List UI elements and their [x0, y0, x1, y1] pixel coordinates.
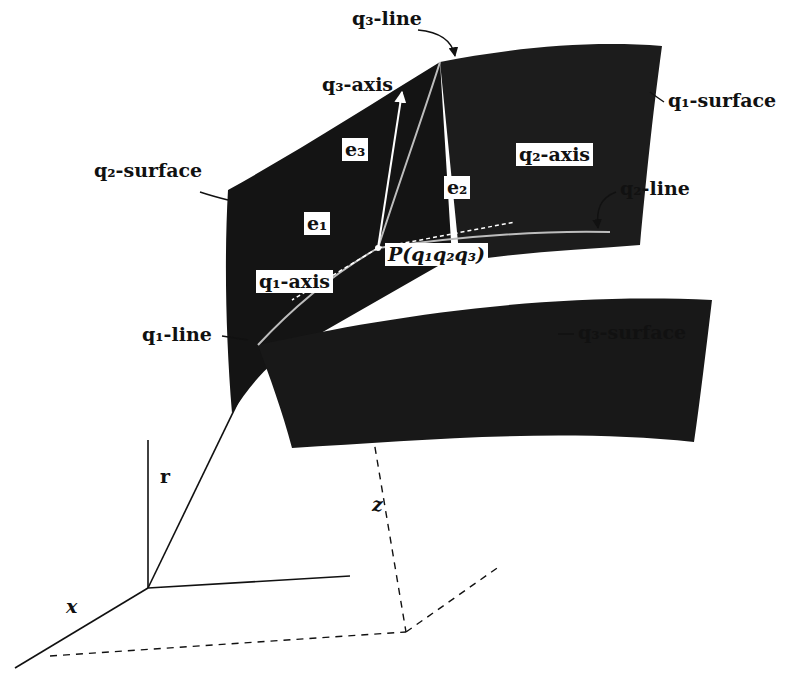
axis-label: x [66, 596, 77, 617]
axis-label: z [372, 494, 383, 515]
axis-label: q₃-axis [322, 74, 393, 95]
unit-vector: e₂ [444, 176, 470, 199]
leader-lines [200, 30, 664, 340]
line-label: q₁-line [142, 324, 212, 345]
vector-label: r [160, 466, 170, 487]
point-label: P(q₁q₂q₃) [385, 243, 488, 266]
surface-label: q₂-surface [94, 160, 202, 181]
unit-vector: e₁ [304, 212, 330, 235]
coordinate-lines [258, 62, 610, 345]
line-label: q₃-line [352, 8, 422, 29]
axis-label: q₂-axis [516, 143, 593, 166]
surface-label: q₁-surface [668, 90, 776, 111]
line-label: q₂-line [620, 178, 690, 199]
coordinate-surfaces [226, 44, 712, 448]
unit-vector: e₃ [342, 138, 368, 161]
axis-label: q₁-axis [256, 270, 333, 293]
surface-label: q₃-surface [578, 322, 686, 343]
